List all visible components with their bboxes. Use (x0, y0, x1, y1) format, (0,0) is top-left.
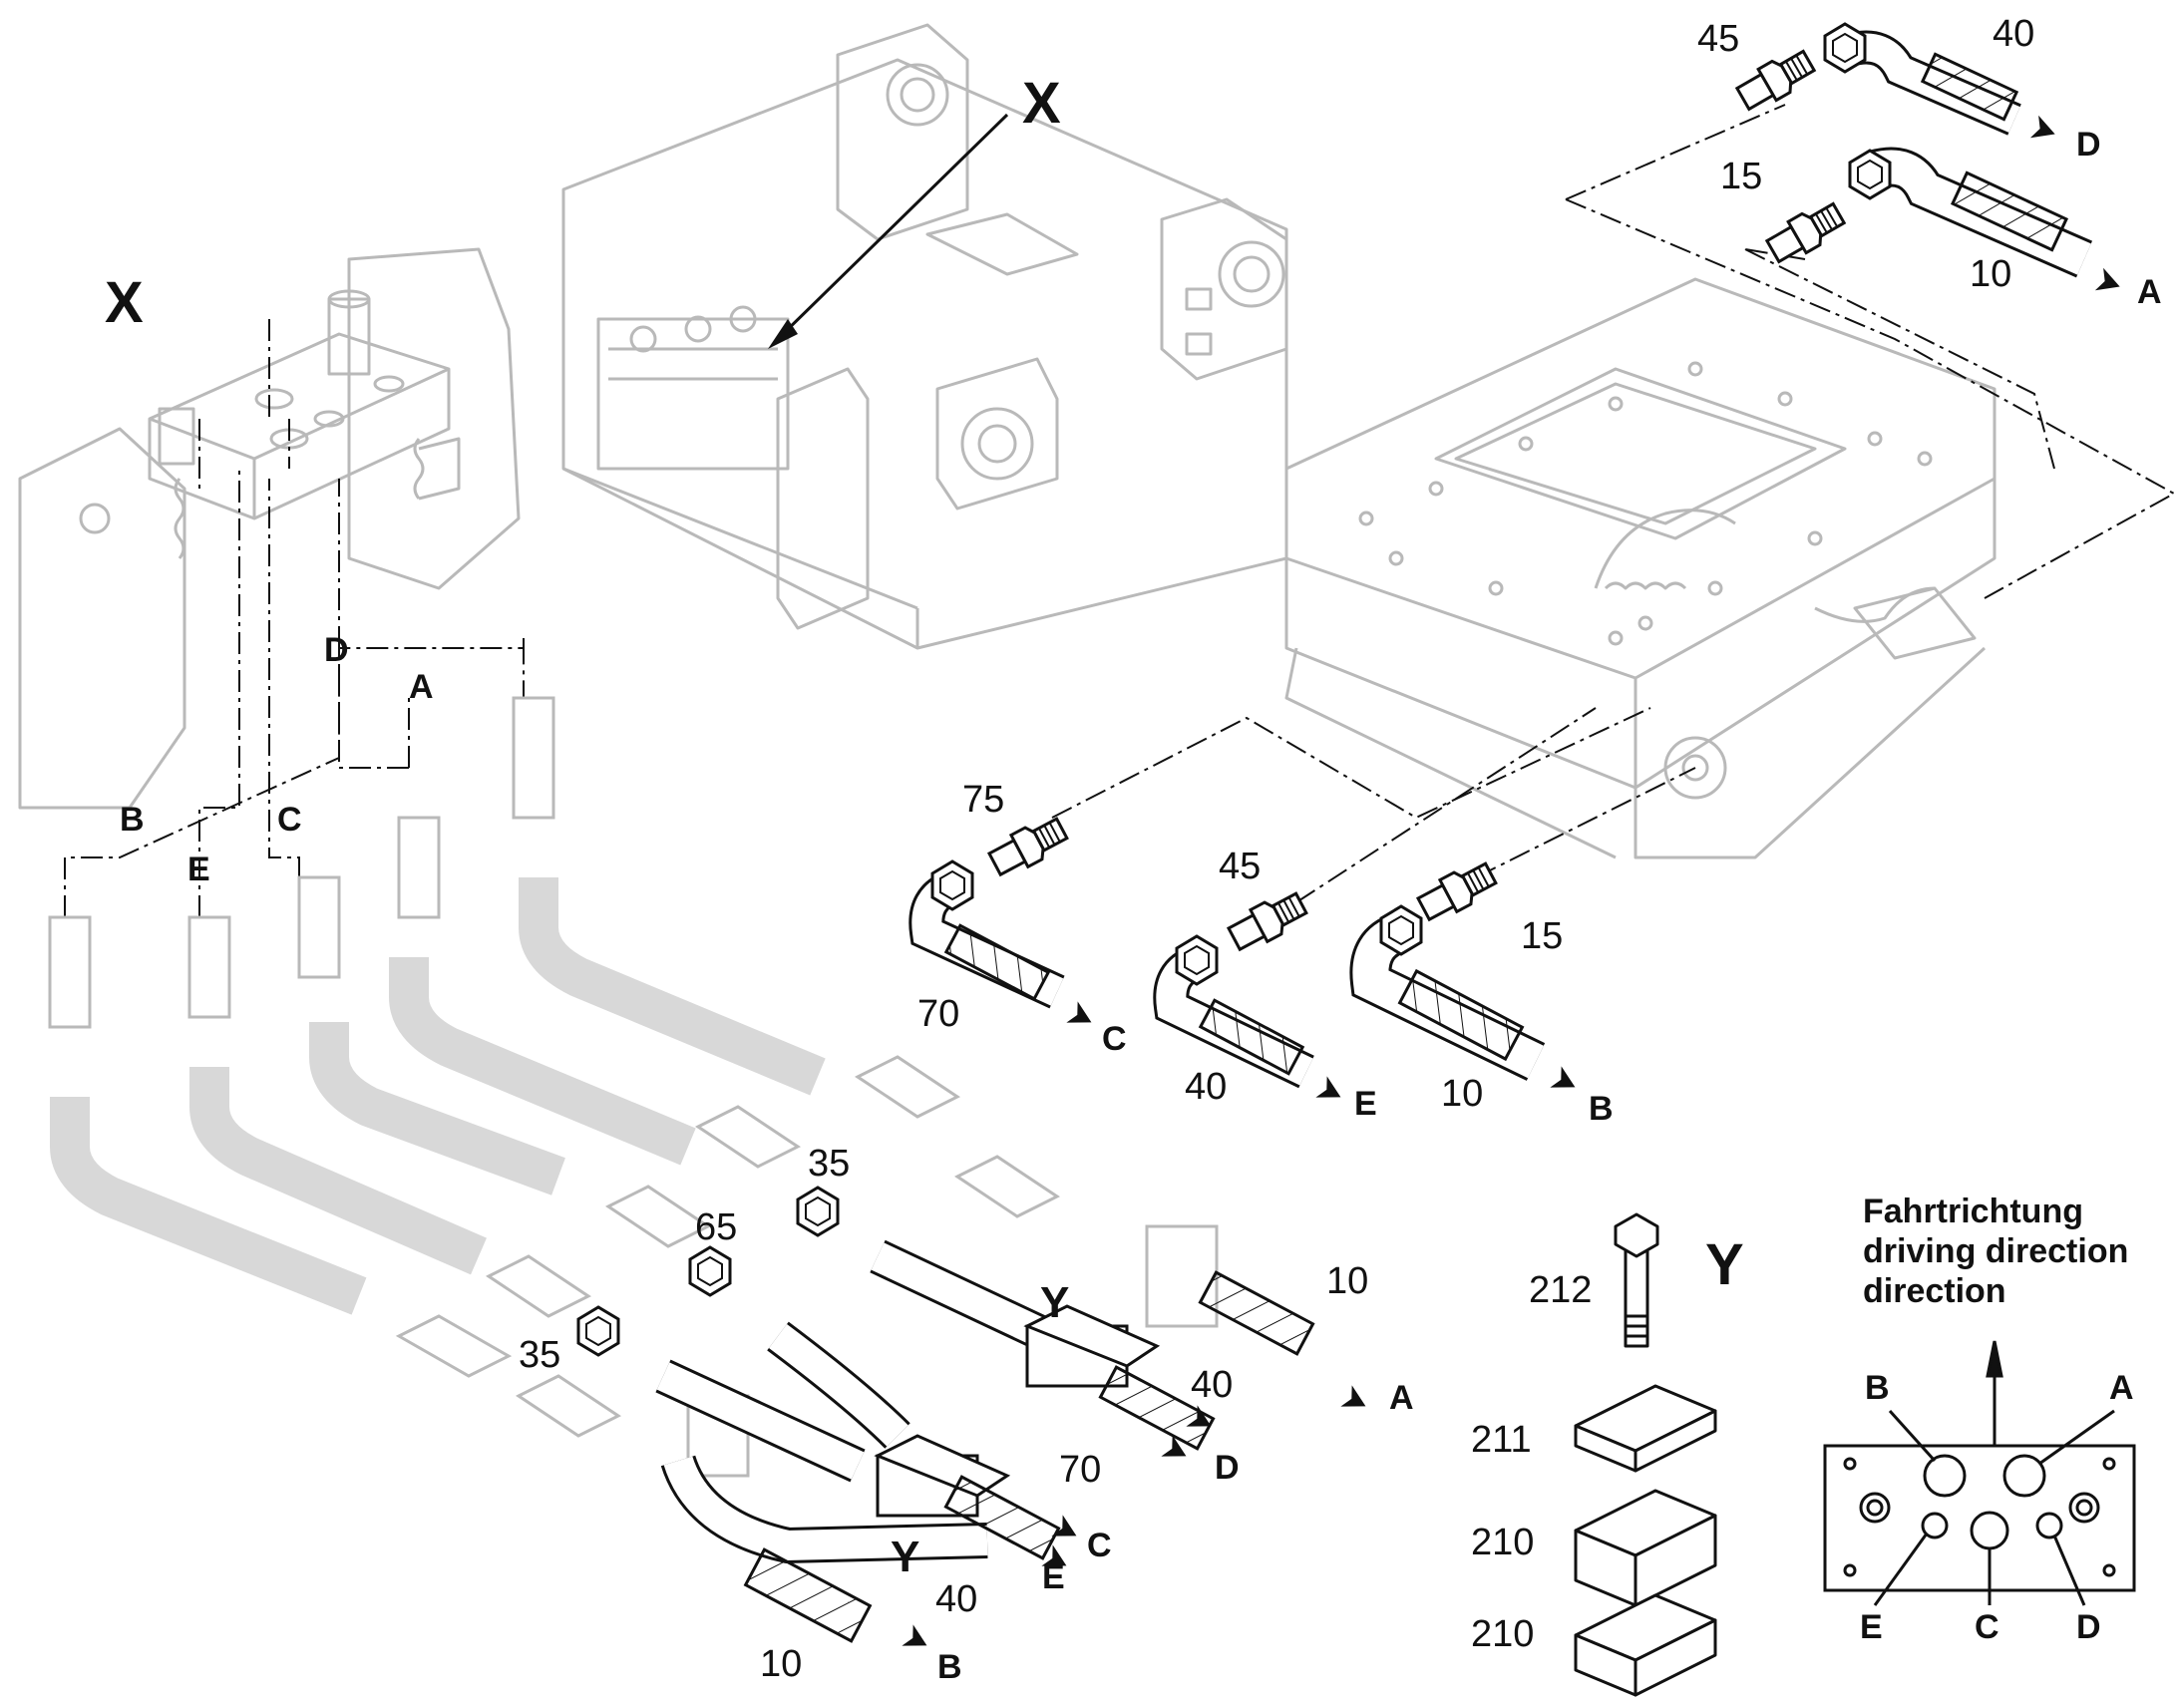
port-label-c-mid: C (1102, 1020, 1127, 1058)
panel-port-a: A (2109, 1369, 2134, 1407)
machine-frame-overview (561, 23, 1288, 650)
view-label-x-overview: X (1022, 71, 1061, 136)
panel-port-b: B (1865, 1369, 1890, 1407)
part-number-70-mid: 70 (917, 993, 960, 1035)
port-label-b-out: B (937, 1648, 962, 1686)
port-label-b-mid: B (1589, 1090, 1614, 1128)
clamp-detail-y (1574, 1212, 1717, 1697)
part-number-45-mid: 45 (1219, 846, 1262, 887)
port-label-d-left: D (324, 631, 349, 669)
part-number-65: 65 (695, 1206, 738, 1248)
hoses-mid-right (908, 811, 1582, 1108)
part-number-211: 211 (1471, 1419, 1532, 1461)
panel-port-c: C (1975, 1608, 1999, 1646)
part-number-35-b: 35 (519, 1334, 561, 1376)
direction-title-german: Fahrtrichtung (1863, 1193, 2083, 1230)
part-number-35-a: 35 (808, 1143, 851, 1185)
part-number-210-a: 210 (1471, 1522, 1535, 1563)
part-number-40-bottom: 40 (935, 1578, 978, 1620)
part-number-45-top: 45 (1697, 18, 1740, 60)
port-label-e-mid: E (1354, 1085, 1377, 1123)
port-label-c-left: C (277, 801, 302, 839)
part-number-70-right: 70 (1059, 1449, 1102, 1491)
part-number-210-b: 210 (1471, 1613, 1535, 1655)
port-label-d-top: D (2076, 126, 2101, 164)
port-label-e-out: E (1042, 1558, 1065, 1596)
x-pointer-arrowhead (768, 319, 798, 349)
panel-port-d: D (2076, 1608, 2101, 1646)
part-number-10-bottom: 10 (760, 1643, 803, 1685)
port-label-e-left: E (187, 851, 210, 888)
part-number-75: 75 (962, 779, 1005, 821)
fittings-top-right (1732, 22, 2124, 298)
view-label-y-right: Y (1040, 1278, 1070, 1327)
direction-panel (1823, 1340, 2136, 1606)
port-label-a-left: A (409, 668, 434, 706)
port-label-d-out: D (1215, 1449, 1240, 1487)
gear-housing (1284, 277, 1997, 859)
direction-title-english: driving direction (1863, 1232, 2129, 1270)
view-label-y-left: Y (891, 1533, 920, 1581)
port-label-a-out: A (1389, 1379, 1414, 1417)
valve-block-detail-x (18, 247, 521, 810)
part-number-10-top: 10 (1970, 253, 2012, 295)
part-number-212: 212 (1529, 1269, 1593, 1311)
leader-lines (64, 104, 2177, 917)
part-number-10-mid: 10 (1441, 1073, 1484, 1115)
port-label-a-top: A (2137, 273, 2162, 311)
hoses-lower (576, 1186, 1372, 1656)
panel-port-e: E (1860, 1608, 1883, 1646)
port-label-c-out: C (1087, 1527, 1112, 1564)
pipe-assemblies-left (48, 696, 1219, 1478)
view-label-x-detail: X (105, 270, 144, 335)
x-pointer-line (776, 113, 1009, 341)
part-number-40-right: 40 (1191, 1364, 1234, 1406)
direction-title-third: direction (1863, 1272, 2006, 1310)
part-number-10-right: 10 (1326, 1260, 1369, 1302)
part-number-15-mid: 15 (1521, 915, 1564, 957)
port-label-b-left: B (120, 801, 145, 839)
part-number-40-top: 40 (1993, 13, 2035, 55)
part-number-15-top: 15 (1720, 156, 1763, 197)
view-label-y-clamp: Y (1705, 1232, 1744, 1297)
part-number-40-mid: 40 (1185, 1066, 1228, 1108)
